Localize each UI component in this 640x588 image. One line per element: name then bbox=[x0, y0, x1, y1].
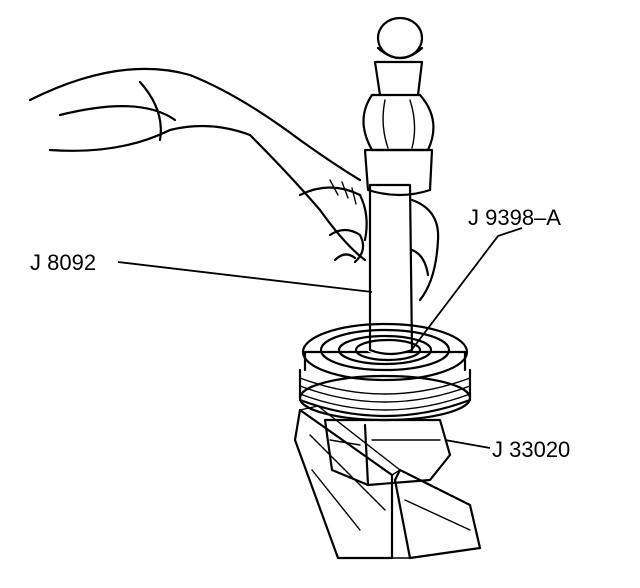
driver-handle bbox=[362, 16, 435, 197]
leader-j8092 bbox=[117, 261, 373, 293]
pulley-hub bbox=[298, 322, 472, 422]
support-fixture bbox=[323, 418, 452, 487]
label-j9398a: J 9398–A bbox=[468, 205, 561, 230]
label-j33020: J 33020 bbox=[492, 437, 570, 462]
leader-j33020 bbox=[444, 439, 491, 449]
wood-blocks bbox=[293, 405, 482, 560]
label-j8092: J 8092 bbox=[30, 250, 96, 275]
leader-j9398a bbox=[409, 227, 523, 353]
hand bbox=[28, 67, 440, 302]
driver-shaft bbox=[368, 183, 414, 356]
